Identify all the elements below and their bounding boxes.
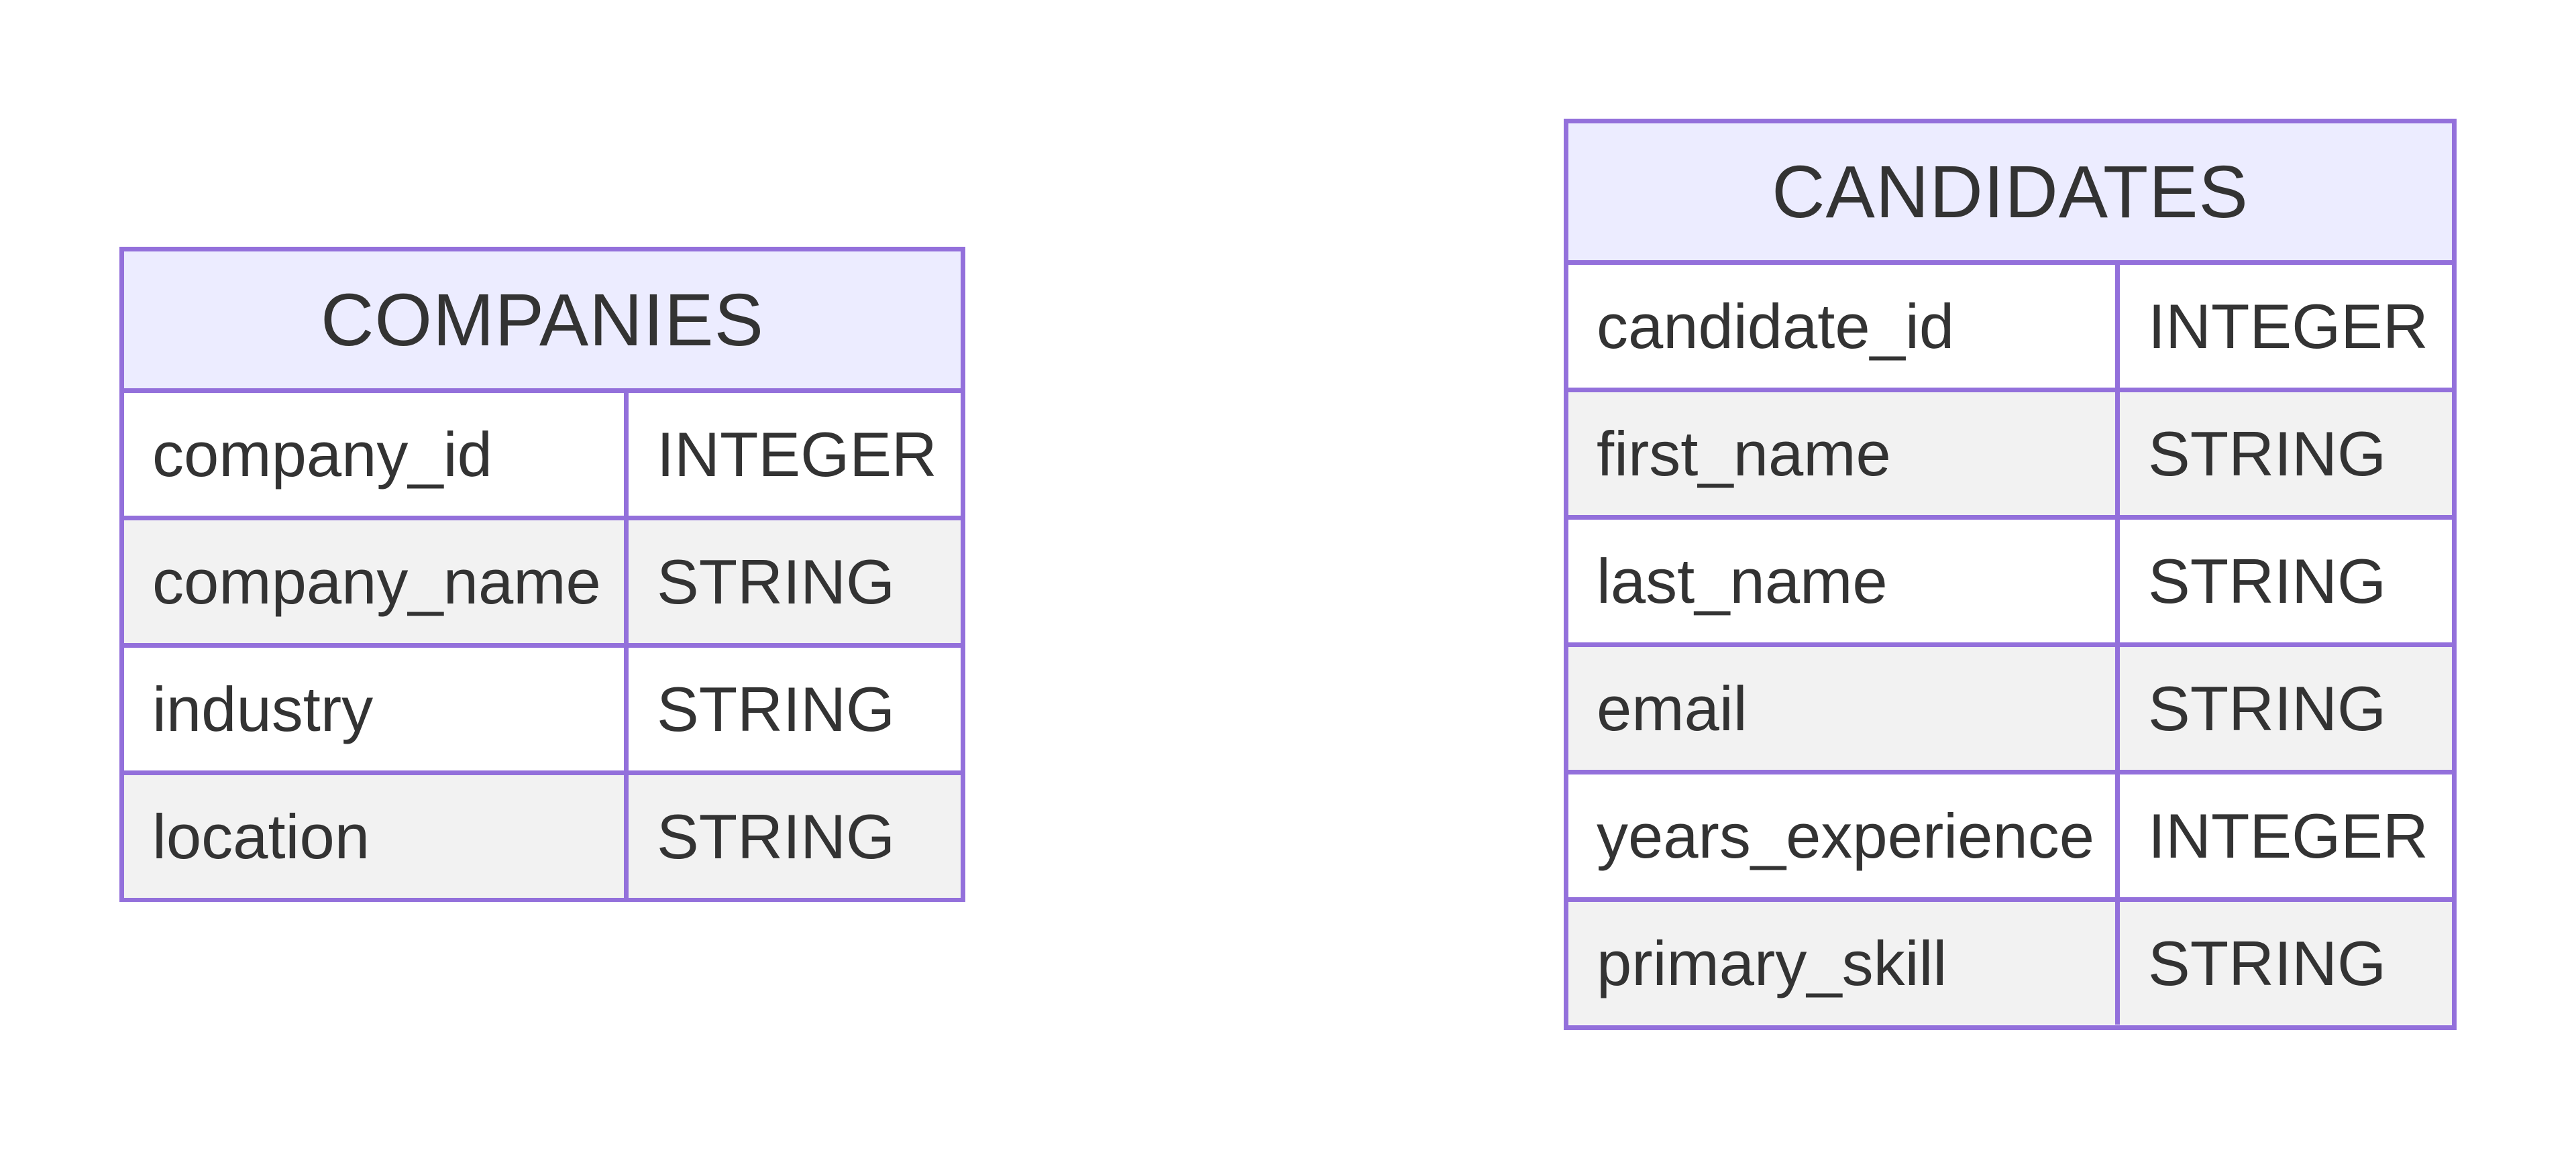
attribute-name: years_experience [1568, 774, 2120, 897]
attribute-row: primary_skill STRING [1568, 902, 2452, 1025]
attribute-type: STRING [2148, 545, 2387, 616]
attribute-row: location STRING [124, 775, 961, 898]
attribute-type: STRING [657, 801, 896, 872]
attribute-row: first_name STRING [1568, 392, 2452, 520]
attribute-row: company_id INTEGER [124, 393, 961, 520]
attribute-type: INTEGER [657, 418, 937, 490]
attribute-type: STRING [2148, 927, 2387, 998]
attribute-row: industry STRING [124, 648, 961, 775]
entity-title: COMPANIES [124, 251, 961, 393]
attribute-row: email STRING [1568, 647, 2452, 774]
attribute-type: STRING [2148, 418, 2387, 489]
attribute-type: INTEGER [2148, 290, 2428, 361]
attribute-row: company_name STRING [124, 520, 961, 648]
attribute-row: last_name STRING [1568, 520, 2452, 647]
attribute-name: first_name [1568, 392, 2120, 515]
attribute-name: email [1568, 647, 2120, 770]
attribute-row: candidate_id INTEGER [1568, 265, 2452, 392]
entity-title: CANDIDATES [1568, 123, 2452, 265]
attribute-type: STRING [2148, 673, 2387, 744]
attribute-name: candidate_id [1568, 265, 2120, 388]
attribute-name: company_id [124, 393, 629, 516]
entity-candidates: CANDIDATES candidate_id INTEGER first_na… [1564, 119, 2457, 1030]
attribute-type: STRING [657, 546, 896, 617]
attribute-name: company_name [124, 520, 629, 643]
attribute-name: last_name [1568, 520, 2120, 642]
attribute-name: primary_skill [1568, 902, 2120, 1025]
attribute-name: industry [124, 648, 629, 770]
entity-companies: COMPANIES company_id INTEGER company_nam… [119, 247, 965, 902]
attribute-type: INTEGER [2148, 800, 2428, 871]
attribute-row: years_experience INTEGER [1568, 774, 2452, 902]
attribute-type: STRING [657, 673, 896, 744]
attribute-name: location [124, 775, 629, 898]
